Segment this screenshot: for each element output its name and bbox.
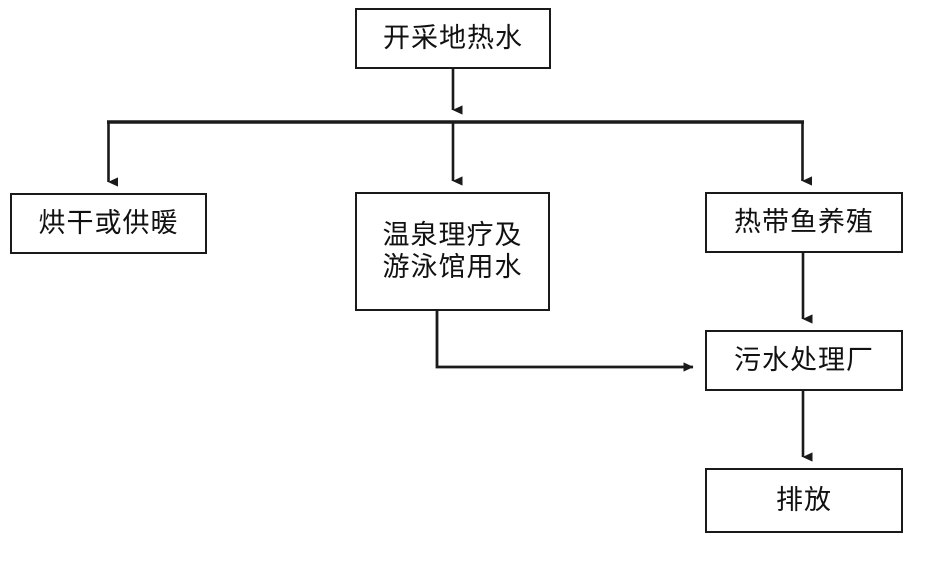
node-drying-or-heating[interactable]: 烘干或供暖: [10, 193, 207, 254]
node-label-fish: 热带鱼养殖: [734, 206, 874, 237]
node-label-sewage: 污水处理厂: [734, 344, 874, 375]
node-extract-geothermal-water[interactable]: 开采地热水: [355, 8, 551, 69]
node-label-drying: 烘干或供暖: [38, 207, 179, 238]
node-discharge[interactable]: 排放: [705, 468, 903, 533]
node-sewage-treatment-plant[interactable]: 污水处理厂: [705, 330, 903, 391]
node-spa-therapy-and-pool-water[interactable]: 温泉理疗及 游泳馆用水: [355, 192, 550, 311]
node-label-discharge: 排放: [776, 484, 832, 515]
node-label-extract: 开采地热水: [383, 22, 523, 53]
edge-spa-to-sewage: [435, 311, 694, 372]
node-tropical-fish-farming[interactable]: 热带鱼养殖: [705, 192, 903, 253]
node-label-spa: 温泉理疗及 游泳馆用水: [382, 219, 523, 282]
